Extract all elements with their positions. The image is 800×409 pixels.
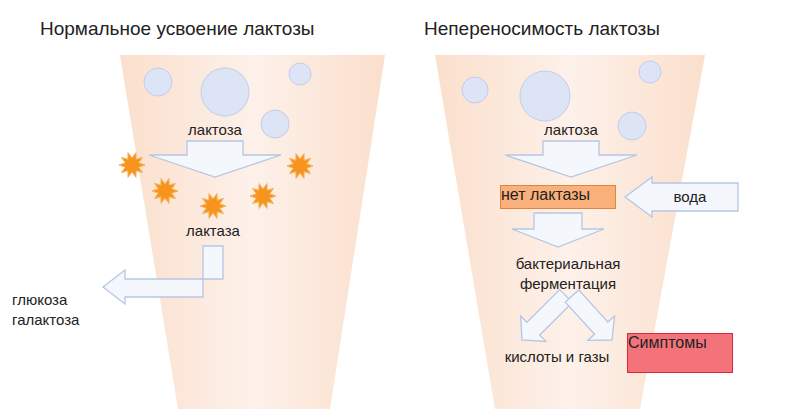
illustration-part: [618, 112, 646, 140]
panel-heading: Нормальное усвоение лактозы: [40, 18, 315, 40]
diagram-label: глюкоза галактоза: [12, 290, 79, 329]
flow-arrow: [512, 213, 604, 247]
lactase-star: [287, 154, 313, 179]
diagram-label: лактоза: [544, 120, 598, 140]
water-arrow: [625, 177, 738, 217]
panel-heading: Непереносимость лактозы: [424, 18, 660, 40]
illustration-part: [261, 110, 289, 138]
diagram-label: лактоза: [188, 120, 242, 140]
intestine-funnel: [120, 55, 385, 409]
illustration-part: [462, 77, 488, 103]
illustration-part: [520, 71, 570, 121]
diagram-label: кислоты и газы: [505, 347, 610, 367]
illustration-part: [639, 61, 661, 83]
lactase-star: [250, 184, 276, 209]
diagram-label: лактаза: [186, 221, 240, 241]
illustration-part: [201, 68, 249, 116]
lactase-star: [200, 194, 226, 219]
box-text: Симптомы: [628, 334, 707, 351]
lactose-molecules: [144, 61, 661, 140]
diagram-label: бактериальная ферментация: [516, 254, 621, 293]
illustration-part: [144, 68, 172, 96]
status-box: нет лактазы: [500, 185, 616, 209]
flow-arrow: [505, 141, 637, 177]
flow-arrow: [149, 141, 281, 177]
diagram-label: вода: [674, 187, 707, 207]
output-arrow: [103, 246, 223, 304]
box-text: нет лактазы: [501, 186, 590, 203]
symptoms-box: Симптомы: [627, 333, 733, 373]
lactase-star: [152, 179, 178, 204]
flow-arrow: [565, 290, 614, 340]
lactase-star: [119, 153, 145, 178]
funnel-panel: Нормальное усвоение лактозы: [40, 18, 390, 409]
illustration-part: [289, 63, 311, 85]
flow-arrow: [521, 290, 573, 342]
block-arrows: [103, 141, 738, 341]
